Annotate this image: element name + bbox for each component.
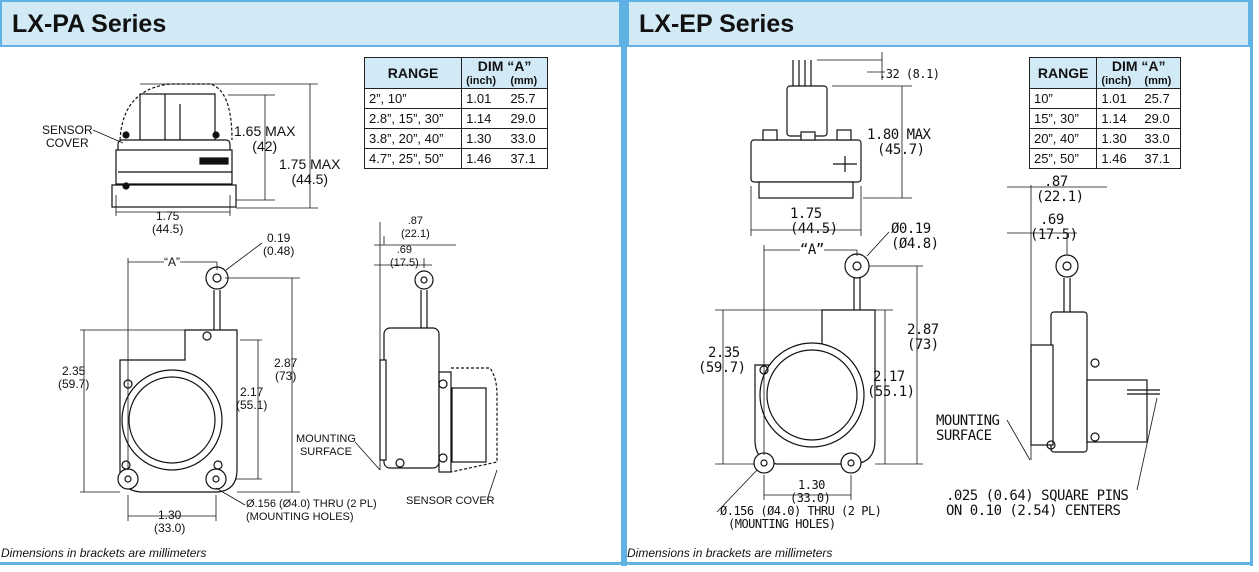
left-bottom-rule	[0, 562, 621, 565]
inch-cell: 1.30	[461, 128, 507, 149]
inch-cell: 1.14	[1096, 108, 1141, 129]
depth-069-label: .69(17.5)	[390, 244, 419, 269]
width-130-label: 1.30(33.0)	[790, 478, 831, 505]
lx-ep-front-view	[753, 253, 876, 474]
width-175-label: 1.75(44.5)	[152, 209, 184, 236]
panel-divider	[621, 0, 627, 566]
depth-087-label: .87(22.1)	[401, 215, 430, 240]
lx-pa-unit-inch: (inch)	[461, 74, 507, 89]
inch-cell: 1.46	[461, 148, 507, 169]
width-175-label: 1.75(44.5)	[790, 206, 838, 237]
lx-pa-drawings	[80, 83, 498, 521]
mm-cell: 29.0	[506, 108, 549, 129]
height-287-label: 2.87(73)	[274, 356, 298, 383]
lx-ep-footnote: Dimensions in brackets are millimeters	[627, 546, 833, 560]
lx-pa-col-range: RANGE	[363, 57, 463, 89]
mm-cell: 33.0	[1140, 128, 1182, 149]
lx-ep-title: LX-EP Series	[639, 10, 795, 38]
mm-cell: 37.1	[506, 148, 549, 169]
height-217-label: 2.17(55.1)	[867, 369, 915, 400]
inch-cell: 1.46	[1096, 148, 1141, 169]
height-165-label: 1.65 MAX(42)	[234, 123, 296, 154]
range-cell: 25”, 50”	[1028, 148, 1098, 169]
mm-cell: 29.0	[1140, 108, 1182, 129]
mounting-holes-label: Ø.156 (Ø4.0) THRU (2 PL)(MOUNTING HOLES)	[720, 504, 882, 531]
height-175-label: 1.75 MAX(44.5)	[279, 156, 341, 187]
range-cell: 2.8”, 15”, 30”	[363, 108, 463, 129]
right-border	[1250, 0, 1253, 566]
range-cell: 3.8”, 20”, 40”	[363, 128, 463, 149]
range-cell: 20”, 40”	[1028, 128, 1098, 149]
lx-ep-drawings	[715, 52, 1160, 513]
diameter-019-label: Ø0.19(Ø4.8)	[891, 221, 939, 252]
lx-pa-footnote: Dimensions in brackets are millimeters	[1, 546, 207, 560]
lx-pa-panel: LX-PA Series	[0, 0, 621, 566]
dim-a-label: “A”	[800, 242, 824, 258]
lx-ep-col-dim: DIM “A”	[1096, 57, 1181, 74]
range-cell: 4.7”, 25”, 50”	[363, 148, 463, 169]
lx-pa-front-view	[117, 266, 238, 493]
inch-cell: 1.30	[1096, 128, 1141, 149]
lx-ep-unit-mm: (mm)	[1140, 74, 1182, 89]
height-235-label: 2.35(59.7)	[698, 345, 746, 376]
lx-ep-header: LX-EP Series	[627, 0, 1250, 47]
lx-ep-top-view	[750, 60, 862, 199]
height-287-label: 2.87(73)	[907, 322, 939, 353]
dim-a-label: “A”	[164, 255, 180, 269]
lx-ep-side-view	[1030, 254, 1160, 453]
mm-cell: 37.1	[1140, 148, 1182, 169]
range-cell: 10”	[1028, 88, 1098, 109]
lx-ep-unit-inch: (inch)	[1096, 74, 1141, 89]
mm-cell: 25.7	[1140, 88, 1182, 109]
range-cell: 2”, 10”	[363, 88, 463, 109]
height-180-label: 1.80 MAX(45.7)	[867, 127, 931, 158]
height-217-label: 2.17(55.1)	[236, 385, 268, 412]
mm-cell: 25.7	[506, 88, 549, 109]
diameter-019-label: 0.19(0.48)	[263, 231, 295, 258]
depth-069-label: .69(17.5)	[1030, 212, 1078, 243]
lx-pa-col-dim: DIM “A”	[461, 57, 548, 74]
lx-pa-title: LX-PA Series	[12, 10, 167, 38]
lx-ep-panel: LX-EP Series	[627, 0, 1250, 566]
mm-cell: 33.0	[506, 128, 549, 149]
lx-pa-side-view	[379, 270, 498, 473]
lx-pa-header: LX-PA Series	[0, 0, 621, 47]
right-bottom-rule	[627, 562, 1250, 565]
depth-087-label: .87(22.1)	[1036, 174, 1084, 205]
pin-length-label: .32 (8.1)	[879, 67, 940, 81]
inch-cell: 1.01	[1096, 88, 1141, 109]
range-cell: 15”, 30”	[1028, 108, 1098, 129]
sensor-cover-side-label: SENSOR COVER	[406, 495, 495, 507]
height-235-label: 2.35(59.7)	[58, 364, 90, 391]
width-130-label: 1.30(33.0)	[154, 508, 186, 535]
inch-cell: 1.01	[461, 88, 507, 109]
lx-pa-top-view	[111, 83, 237, 208]
lx-pa-unit-mm: (mm)	[506, 74, 549, 89]
mounting-holes-label: Ø.156 (Ø4.0) THRU (2 PL)(MOUNTING HOLES)	[246, 498, 377, 523]
inch-cell: 1.14	[461, 108, 507, 129]
lx-ep-col-range: RANGE	[1028, 57, 1098, 89]
